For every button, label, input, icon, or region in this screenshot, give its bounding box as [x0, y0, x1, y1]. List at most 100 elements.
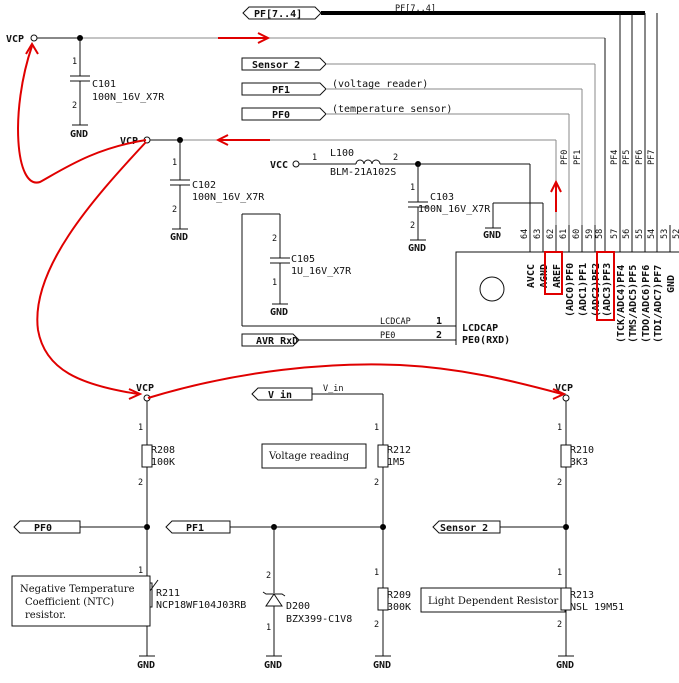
note-voltage-reading: Voltage reading: [261, 443, 367, 469]
bus-port-pf74[interactable]: PF[7..4]: [242, 6, 322, 20]
svg-text:PF4: PF4: [610, 150, 620, 165]
svg-text:AREF: AREF: [552, 264, 563, 288]
svg-text:1M5: 1M5: [387, 457, 405, 468]
svg-text:LCDCAP: LCDCAP: [462, 323, 498, 334]
svg-text:GND: GND: [556, 660, 574, 671]
svg-text:R208: R208: [151, 445, 175, 456]
svg-text:GND: GND: [264, 660, 282, 671]
svg-text:D200: D200: [286, 601, 310, 612]
svg-text:resistor.: resistor.: [25, 610, 66, 621]
svg-text:100N_16V_X7R: 100N_16V_X7R: [192, 192, 265, 203]
svg-text:Coefficient (NTC): Coefficient (NTC): [25, 597, 114, 608]
svg-text:(TMS/ADC5)PF5: (TMS/ADC5)PF5: [628, 265, 639, 343]
port-vin[interactable]: V_in: [251, 387, 313, 401]
gnd-d200: GND: [264, 655, 282, 671]
bus-net-label: PF[7..4]: [395, 4, 436, 14]
svg-text:56: 56: [622, 229, 632, 239]
svg-text:Light Dependent Resistor: Light Dependent Resistor: [428, 596, 558, 607]
svg-text:PF1: PF1: [272, 85, 290, 96]
svg-text:100K: 100K: [151, 457, 175, 468]
svg-text:C102: C102: [192, 180, 216, 191]
svg-text:1: 1: [272, 278, 277, 288]
c103-capacitor: 1 2 C103 100N_16V_X7R: [408, 183, 491, 240]
highlight-aref: [544, 251, 563, 295]
svg-text:(ADC1)PF1: (ADC1)PF1: [578, 263, 589, 317]
r209-resistor: 1 2 R209 300K: [374, 568, 411, 630]
svg-text:Sensor_2: Sensor_2: [252, 60, 300, 71]
svg-text:52: 52: [672, 229, 679, 239]
svg-text:PF0: PF0: [34, 523, 52, 534]
svg-text:60: 60: [572, 229, 582, 239]
port-sensor2-top[interactable]: Sensor_2: [241, 57, 327, 71]
svg-text:100N_16V_X7R: 100N_16V_X7R: [418, 204, 491, 215]
svg-text:GND: GND: [373, 660, 391, 671]
red-annotations: [17, 32, 567, 400]
r210-resistor: 1 2 R210 3K3: [557, 423, 594, 488]
r208-resistor: 1 2 R208 100K: [138, 423, 175, 488]
gnd-c101: GND: [70, 124, 88, 140]
port-sensor2-bottom[interactable]: Sensor_2: [432, 520, 501, 534]
svg-text:1: 1: [374, 568, 379, 578]
svg-text:GND: GND: [270, 307, 288, 318]
svg-text:(ADC3)PF3: (ADC3)PF3: [602, 263, 613, 317]
d200-zener: 2 1 D200 BZX399-C1V8: [262, 571, 352, 633]
svg-text:PF0: PF0: [272, 110, 290, 121]
port-pf1-top[interactable]: PF1: [241, 82, 327, 96]
svg-text:100N_16V_X7R: 100N_16V_X7R: [92, 92, 165, 103]
port-avr-rxd[interactable]: AVR_RxD: [241, 333, 300, 347]
svg-text:L100: L100: [330, 148, 354, 159]
gnd-c102: GND: [170, 228, 188, 243]
svg-text:NSL 19M51: NSL 19M51: [570, 602, 624, 613]
vin-net-label: V_in: [323, 384, 343, 394]
gnd-r211: GND: [137, 655, 155, 671]
gnd-agnd: GND: [483, 227, 501, 241]
svg-text:VCP: VCP: [136, 383, 154, 394]
svg-text:(TDI/ADC7)PF7: (TDI/ADC7)PF7: [653, 265, 664, 343]
svg-text:2: 2: [557, 478, 562, 488]
svg-text:LCDCAP: LCDCAP: [380, 317, 411, 327]
svg-text:64: 64: [520, 229, 530, 239]
svg-text:2: 2: [138, 478, 143, 488]
vcp-r208: VCP: [136, 383, 154, 402]
svg-text:2: 2: [436, 330, 442, 341]
svg-text:PF7: PF7: [647, 150, 657, 165]
svg-text:2: 2: [374, 478, 379, 488]
svg-text:54: 54: [647, 229, 657, 239]
r212-resistor: 1 2 R212 1M5: [374, 423, 411, 488]
svg-text:57: 57: [610, 229, 620, 239]
note-voltage-reader: (voltage reader): [332, 79, 428, 90]
svg-text:GND: GND: [483, 230, 501, 241]
svg-text:NCP18WF104J03RB: NCP18WF104J03RB: [156, 600, 246, 611]
port-pf1-mid[interactable]: PF1: [165, 520, 231, 534]
svg-text:AVCC: AVCC: [526, 264, 537, 288]
port-pf0-left[interactable]: PF0: [13, 520, 81, 534]
svg-text:1: 1: [138, 423, 143, 433]
highlight-pf3: [596, 251, 615, 321]
svg-text:PF[7..4]: PF[7..4]: [254, 9, 302, 20]
c105-capacitor: 2 1 C105 1U_16V_X7R: [270, 234, 352, 304]
svg-text:BLM-21A102S: BLM-21A102S: [330, 167, 396, 178]
svg-text:PF0: PF0: [560, 150, 570, 165]
svg-text:PF1: PF1: [186, 523, 204, 534]
svg-text:59: 59: [585, 229, 595, 239]
svg-text:1: 1: [72, 57, 77, 67]
svg-text:2: 2: [410, 221, 415, 231]
svg-text:1: 1: [436, 316, 442, 327]
note-temperature-sensor: (temperature sensor): [332, 104, 452, 115]
svg-text:1: 1: [312, 153, 317, 163]
svg-text:(TCK/ADC4)PF4: (TCK/ADC4)PF4: [616, 265, 627, 343]
svg-text:2: 2: [172, 205, 177, 215]
port-pf0-top[interactable]: PF0: [241, 107, 327, 121]
svg-text:GND: GND: [137, 660, 155, 671]
svg-text:Sensor_2: Sensor_2: [440, 523, 488, 534]
svg-text:3K3: 3K3: [570, 457, 588, 468]
svg-text:R211: R211: [156, 588, 180, 599]
svg-text:2: 2: [72, 101, 77, 111]
svg-text:PF6: PF6: [635, 150, 645, 165]
svg-text:61: 61: [559, 229, 569, 239]
svg-text:63: 63: [533, 229, 543, 239]
c101-capacitor: 1 2 C101 100N_16V_X7R: [70, 57, 165, 125]
svg-text:1U_16V_X7R: 1U_16V_X7R: [291, 266, 352, 277]
svg-text:BZX399-C1V8: BZX399-C1V8: [286, 614, 352, 625]
